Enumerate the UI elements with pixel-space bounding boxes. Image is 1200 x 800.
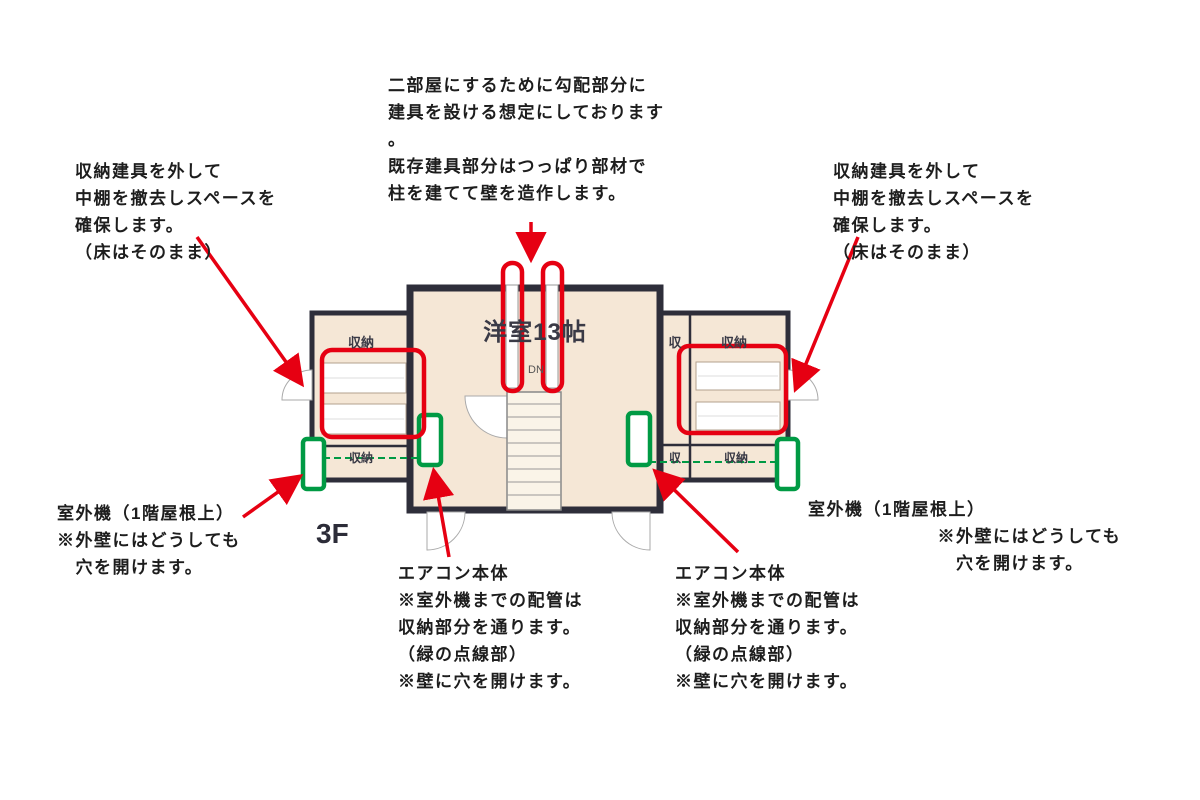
- stairs-dn-label: DN: [528, 364, 544, 376]
- annotation-left-closet: 収納建具を外して 中棚を撤去しスペースを 確保します。 （床はそのまま）: [75, 162, 277, 262]
- stair-door-arc: [464, 395, 508, 439]
- annotation-aircon-right: エアコン本体 ※室外機までの配管は 収納部分を通ります。 （緑の点線部） ※壁に…: [675, 564, 860, 691]
- annotation-arrows: [195, 222, 860, 558]
- arrow-aircon-right: [652, 468, 740, 554]
- annotation-partition-plan: 二部屋にするために勾配部分に 建具を設ける想定にしております 。 既存建具部分は…: [388, 76, 665, 203]
- right-closet-col-label: 収: [668, 335, 682, 350]
- right-wing-room: [657, 310, 791, 483]
- staircase: [506, 391, 562, 511]
- stair-steps: [507, 403, 561, 496]
- left-closet-top-label: 収納: [347, 335, 374, 350]
- door-strip-left: [505, 284, 519, 389]
- floor-label: 3F: [316, 518, 349, 549]
- right-closet-bottom-col-label: 収: [668, 451, 681, 465]
- door-strip-right: [545, 284, 559, 389]
- annotation-right-closet: 収納建具を外して 中棚を撤去しスペースを 確保します。 （床はそのまま）: [833, 162, 1035, 262]
- highlight-door-strip-right: [540, 260, 565, 394]
- left-closet-bottom-label: 収納: [348, 451, 373, 465]
- annotation-outdoor-unit-left: 室外機（1階屋根上） ※外壁にはどうしても 穴を開けます。: [57, 504, 241, 577]
- room-label: 洋室13帖: [483, 319, 587, 346]
- closet-door-panels: [321, 361, 781, 435]
- aircon-unit-right: [625, 410, 653, 468]
- arrow-aircon-left: [423, 466, 455, 558]
- highlight-left-closet: [319, 347, 427, 440]
- outdoor-unit-right: [774, 436, 801, 492]
- highlight-right-closet: [676, 343, 789, 436]
- arrow-top-left: [195, 235, 305, 388]
- annotation-aircon-left: エアコン本体 ※室外機までの配管は 収納部分を通ります。 （緑の点線部） ※壁に…: [398, 564, 583, 691]
- right-closet-top-label: 収納: [720, 335, 747, 350]
- right-closet-bottom-label: 収納: [723, 451, 748, 465]
- arrow-outdoor-left: [241, 473, 304, 519]
- arrow-top-right: [791, 236, 860, 393]
- highlight-door-strip-left: [500, 260, 525, 394]
- annotation-outdoor-unit-right: 室外機（1階屋根上） ※外壁にはどうしても 穴を開けます。: [808, 500, 1122, 573]
- entry-door-arc-right: [611, 511, 651, 551]
- outdoor-unit-left: [300, 436, 327, 492]
